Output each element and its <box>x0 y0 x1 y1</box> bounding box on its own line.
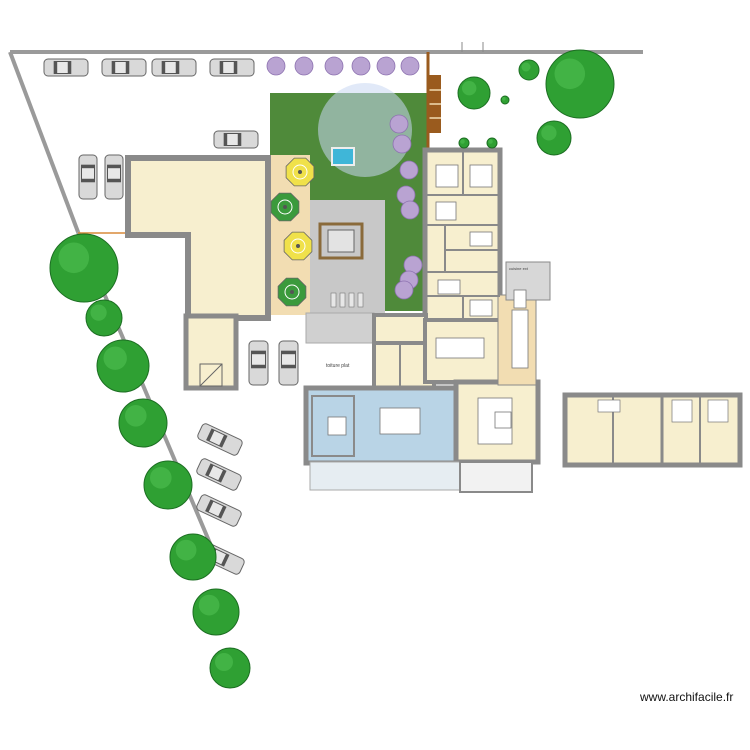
car-icon <box>43 58 89 77</box>
shed-door <box>199 363 223 387</box>
car-icon <box>278 340 299 386</box>
umbrella-group <box>270 157 315 307</box>
garage-building <box>125 155 271 321</box>
covered-roof-label: toiture plat <box>326 363 350 369</box>
tree-icon <box>169 533 217 581</box>
lavender-bush-icon <box>399 160 419 180</box>
tree-icon <box>209 647 251 689</box>
sun-loungers <box>330 292 364 308</box>
tree-icon <box>536 120 572 156</box>
tree-icon <box>96 339 150 393</box>
tree-icon <box>486 137 498 149</box>
watermark: www.archifacile.fr <box>640 690 734 704</box>
guest-house <box>562 392 743 468</box>
car-icon <box>248 340 269 386</box>
lavender-bush-icon <box>324 56 344 76</box>
lavender-bush-icon <box>392 134 412 154</box>
pool-icon <box>331 147 355 166</box>
tree-group <box>49 49 615 689</box>
car-group <box>43 58 299 575</box>
lavender-bush-icon <box>266 56 286 76</box>
tree-icon <box>192 588 240 636</box>
car-icon <box>101 58 147 77</box>
shed-building <box>183 313 239 391</box>
tree-icon <box>457 76 491 110</box>
car-icon <box>151 58 197 77</box>
outdoor-table-inner <box>327 229 355 253</box>
outdoor-kitchen-label: cuisine ext <box>509 266 529 271</box>
lavender-bush-icon <box>400 56 420 76</box>
tree-icon <box>545 49 615 119</box>
umbrella-icon <box>270 192 300 222</box>
lavender-bush-icon <box>400 200 420 220</box>
car-icon <box>213 130 259 149</box>
tree-icon <box>518 59 540 81</box>
tree-icon <box>500 95 510 105</box>
car-icon <box>78 154 98 200</box>
lavender-bush-icon <box>294 56 314 76</box>
interior-walls <box>399 150 500 388</box>
tree-icon <box>143 460 193 510</box>
terrace-lower <box>305 312 375 344</box>
tree-icon <box>118 398 168 448</box>
car-icon <box>209 58 255 77</box>
lavender-bush-icon <box>394 280 414 300</box>
umbrella-icon <box>285 157 315 187</box>
lavender-bush-icon <box>389 114 409 134</box>
umbrella-icon <box>277 277 307 307</box>
umbrella-icon <box>283 231 313 261</box>
lavender-bush-icon <box>351 56 371 76</box>
tree-icon <box>49 233 119 303</box>
lavender-bush-icon <box>376 56 396 76</box>
tree-icon <box>458 137 470 149</box>
lavender-row <box>266 56 423 300</box>
car-icon <box>196 458 242 491</box>
car-icon <box>104 154 124 200</box>
house-furniture <box>327 164 529 445</box>
tree-icon <box>85 299 123 337</box>
outdoor-table <box>318 222 364 260</box>
car-icon <box>197 423 243 456</box>
car-icon <box>196 494 242 527</box>
